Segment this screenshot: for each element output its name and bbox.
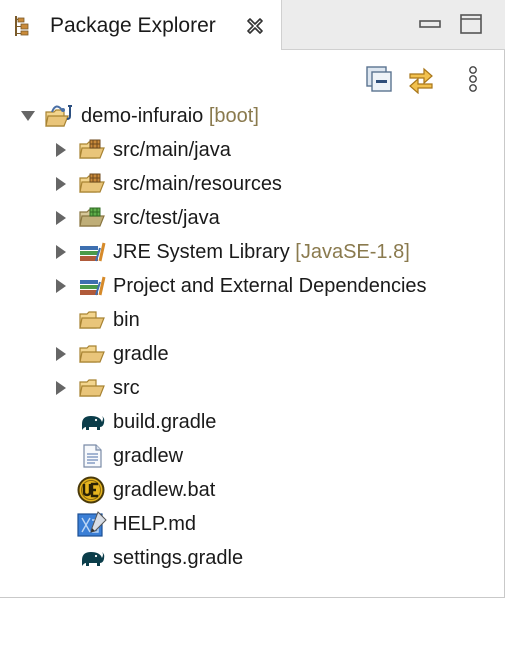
folder-icon <box>79 311 105 329</box>
gradle-elephant-icon <box>82 552 105 566</box>
tree-item-label: gradlew.bat <box>113 479 216 501</box>
chevron-right-icon[interactable] <box>53 380 69 396</box>
package-explorer-icon <box>15 16 29 36</box>
tree-item-label: Project and External Dependencies <box>113 275 427 297</box>
maximize-icon[interactable] <box>459 12 483 36</box>
view-tab-bar: Package Explorer <box>0 0 505 50</box>
tree-item-project[interactable]: demo-infuraio [boot] <box>0 99 500 133</box>
tree-item-settings-gradle[interactable]: settings.gradle <box>0 541 500 575</box>
close-icon[interactable] <box>245 16 265 36</box>
tree-item-label: HELP.md <box>113 513 197 535</box>
tree-item-gradle-folder[interactable]: gradle <box>0 337 500 371</box>
ultraedit-icon <box>77 476 105 504</box>
package-explorer-panel: Package Explorer <box>0 0 505 598</box>
tree-item-help-md[interactable]: HELP.md <box>0 507 500 541</box>
chevron-right-icon[interactable] <box>53 142 69 158</box>
gradle-elephant-icon <box>82 416 105 430</box>
tree-item-build-gradle[interactable]: build.gradle <box>0 405 500 439</box>
project-label: demo-infuraio [boot] <box>81 105 259 127</box>
collapse-all-icon[interactable] <box>364 64 394 94</box>
tab-package-explorer[interactable]: Package Explorer <box>0 0 282 50</box>
tree-item-project-dependencies[interactable]: Project and External Dependencies <box>0 269 500 303</box>
view-menu-icon[interactable] <box>458 64 488 94</box>
tree-item-src-folder[interactable]: src <box>0 371 500 405</box>
source-folder-icon <box>79 173 105 193</box>
minimize-icon[interactable] <box>418 12 442 36</box>
chevron-right-icon[interactable] <box>53 278 69 294</box>
tree-item-label: src <box>113 377 140 399</box>
tree-item-bin[interactable]: bin <box>0 303 500 337</box>
tab-title: Package Explorer <box>50 14 216 37</box>
markdown-file-icon <box>77 511 107 537</box>
tree-item-label: gradlew <box>113 445 184 467</box>
tree-item-gradlew[interactable]: gradlew <box>0 439 500 473</box>
test-source-folder-icon <box>79 207 105 227</box>
link-with-editor-icon[interactable] <box>406 64 436 94</box>
tree-item-src-main-java[interactable]: src/main/java <box>0 133 500 167</box>
chevron-right-icon[interactable] <box>53 176 69 192</box>
tree-item-label: gradle <box>113 343 169 365</box>
folder-icon <box>79 345 105 363</box>
library-icon <box>80 276 106 296</box>
tree-item-label: src/main/java <box>113 139 231 161</box>
tree-item-label: src/test/java <box>113 207 220 229</box>
chevron-right-icon[interactable] <box>53 244 69 260</box>
source-folder-icon <box>79 139 105 159</box>
tree-item-src-main-resources[interactable]: src/main/resources <box>0 167 500 201</box>
tree-item-label: bin <box>113 309 140 331</box>
tree-item-label: src/main/resources <box>113 173 282 195</box>
tree-item-gradlew-bat[interactable]: gradlew.bat <box>0 473 500 507</box>
chevron-right-icon[interactable] <box>53 210 69 226</box>
tree-item-label: JRE System Library [JavaSE-1.8] <box>113 241 410 263</box>
tree-item-jre-system-library[interactable]: JRE System Library [JavaSE-1.8] <box>0 235 500 269</box>
library-icon <box>80 242 106 262</box>
chevron-down-icon[interactable] <box>20 108 36 124</box>
text-file-icon <box>83 444 102 468</box>
tree-item-label: build.gradle <box>113 411 217 433</box>
project-folder-icon <box>45 105 72 127</box>
tree-item-src-test-java[interactable]: src/test/java <box>0 201 500 235</box>
folder-icon <box>79 379 105 397</box>
chevron-right-icon[interactable] <box>53 346 69 362</box>
tree-item-label: settings.gradle <box>113 547 244 569</box>
